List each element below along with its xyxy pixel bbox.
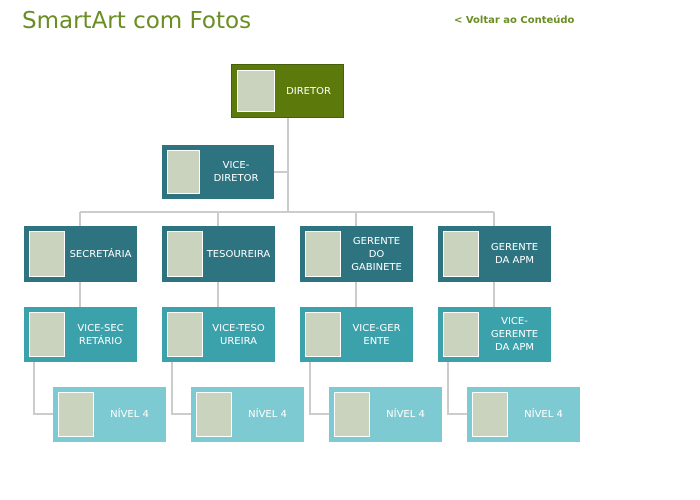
apm-manager-label: GERENTE DA APM	[490, 242, 539, 266]
level4-box-3[interactable]: NÍVEL 4	[329, 387, 442, 442]
photo-placeholder[interactable]	[196, 392, 232, 437]
vice-director-label: VICE-DIRETOR	[213, 160, 259, 184]
level4-box-1[interactable]: NÍVEL 4	[53, 387, 166, 442]
level4-box-4[interactable]: NÍVEL 4	[467, 387, 580, 442]
connector-line	[309, 362, 329, 415]
connector-line	[171, 362, 191, 415]
photo-placeholder[interactable]	[472, 392, 508, 437]
photo-placeholder[interactable]	[334, 392, 370, 437]
connector-line	[447, 362, 467, 415]
photo-placeholder[interactable]	[167, 231, 203, 277]
photo-placeholder[interactable]	[29, 231, 65, 277]
office-manager-label: GERENTE DO GABINETE	[351, 235, 402, 273]
photo-placeholder[interactable]	[305, 231, 341, 277]
vice-director-box[interactable]: VICE-DIRETOR	[162, 145, 274, 199]
photo-placeholder[interactable]	[305, 312, 341, 357]
page-title: SmartArt com Fotos	[22, 8, 252, 34]
vice-apm-manager-box[interactable]: VICE-GERENTE DA APM	[438, 307, 551, 362]
photo-placeholder[interactable]	[443, 231, 479, 277]
connector-line	[33, 362, 53, 415]
vice-manager-label: VICE-GERENTE	[352, 322, 401, 347]
treasurer-label: TESOUREIRA	[206, 248, 271, 260]
director-box[interactable]: DIRETOR	[231, 64, 344, 118]
apm-manager-box[interactable]: GERENTE DA APM	[438, 226, 551, 282]
secretary-box[interactable]: SECRETÁRIA	[24, 226, 137, 282]
director-label: DIRETOR	[286, 85, 331, 97]
level4-label: NÍVEL 4	[524, 409, 563, 420]
office-manager-box[interactable]: GERENTE DO GABINETE	[300, 226, 413, 282]
photo-placeholder[interactable]	[29, 312, 65, 357]
photo-placeholder[interactable]	[237, 70, 275, 112]
level4-label: NÍVEL 4	[248, 409, 287, 420]
photo-placeholder[interactable]	[58, 392, 94, 437]
vice-treasurer-label: VICE-TESOUREIRA	[212, 322, 265, 347]
photo-placeholder[interactable]	[443, 312, 479, 357]
level4-box-2[interactable]: NÍVEL 4	[191, 387, 304, 442]
back-to-content-link[interactable]: < Voltar ao Conteúdo	[454, 15, 575, 26]
photo-placeholder[interactable]	[167, 312, 203, 357]
vice-secretary-box[interactable]: VICE-SECRETÁRIO	[24, 307, 137, 362]
vice-secretary-label: VICE-SECRETÁRIO	[77, 322, 124, 347]
level4-label: NÍVEL 4	[386, 409, 425, 420]
secretary-label: SECRETÁRIA	[69, 248, 132, 260]
photo-placeholder[interactable]	[167, 150, 200, 194]
level4-label: NÍVEL 4	[110, 409, 149, 420]
vice-treasurer-box[interactable]: VICE-TESOUREIRA	[162, 307, 275, 362]
vice-manager-box[interactable]: VICE-GERENTE	[300, 307, 413, 362]
vice-apm-manager-label: VICE-GERENTE DA APM	[490, 316, 539, 353]
treasurer-box[interactable]: TESOUREIRA	[162, 226, 275, 282]
